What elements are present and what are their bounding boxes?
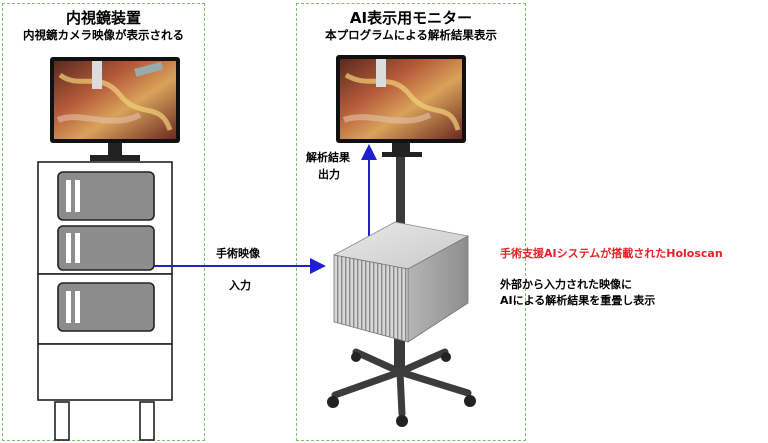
endoscope-panel-frame	[2, 3, 205, 441]
output-label-line2: 出力	[318, 168, 340, 181]
input-label-top: 手術映像	[216, 247, 260, 260]
stand-base	[331, 348, 472, 418]
endoscope-subtitle: 内視鏡カメラ映像が表示される	[23, 28, 184, 42]
cart-slot-marks	[66, 180, 80, 323]
ai-monitor-subtitle: 本プログラムによる解析結果表示	[325, 28, 497, 42]
input-label-bottom: 入力	[229, 279, 251, 292]
holoscan-unit	[332, 221, 470, 343]
ai-monitor-panel-frame	[296, 3, 526, 441]
ai-monitor-title: AI表示用モニター	[349, 9, 473, 27]
stand-casters	[327, 352, 476, 427]
holoscan-desc-line1: 外部から入力された映像に	[500, 278, 632, 291]
ai-monitor	[336, 55, 466, 157]
endoscope-title: 内視鏡装置	[65, 9, 141, 27]
endoscope-monitor	[50, 57, 180, 161]
output-label-line1: 解析結果	[306, 151, 350, 164]
endoscope-cart	[37, 161, 173, 441]
stand-pole	[396, 157, 405, 232]
holoscan-heading: 手術支援AIシステムが搭載されたHoloscan	[500, 247, 723, 260]
holoscan-desc-line2: AIによる解析結果を重畳し表示	[500, 294, 656, 307]
stand-pole-lower	[394, 330, 405, 375]
